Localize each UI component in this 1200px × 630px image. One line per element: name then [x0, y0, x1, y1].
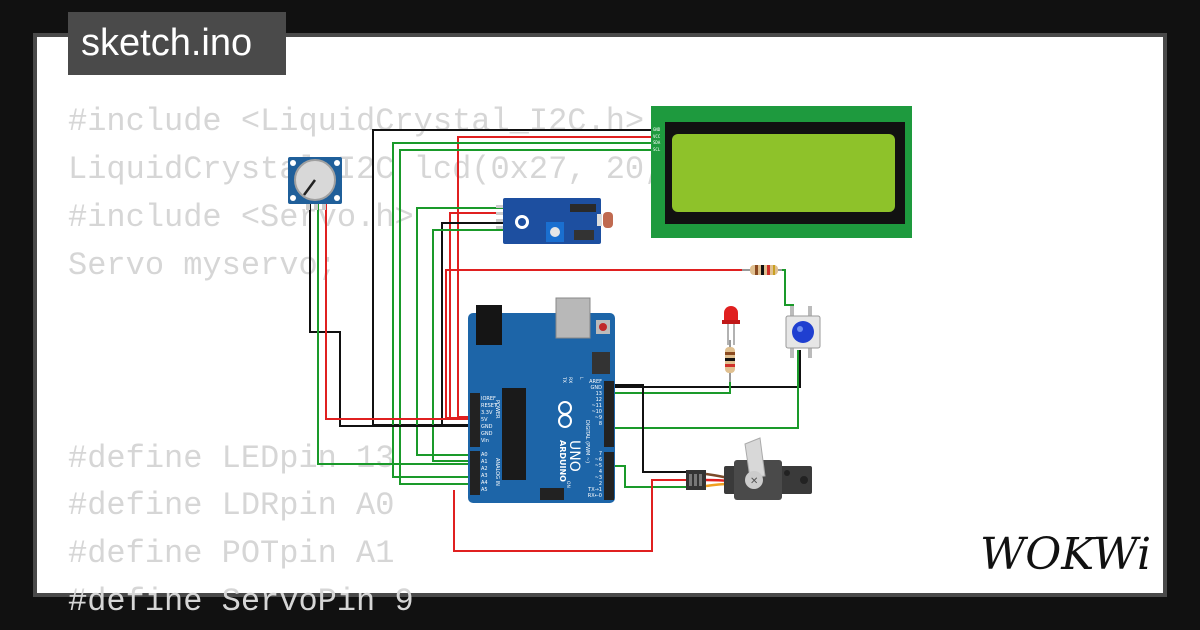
wokwi-logo-text: WOKWi	[980, 529, 1151, 580]
digital-pin-label: RX←0	[588, 493, 602, 499]
digital-pin-label: ~9	[595, 415, 602, 421]
resistor[interactable]	[742, 265, 782, 275]
code-line: #define POTpin A1	[68, 535, 395, 572]
wire-servo-gnd[interactable]	[612, 384, 690, 473]
code-line: Servo myservo;	[68, 247, 337, 284]
ldr-sensor-module[interactable]	[496, 198, 613, 244]
led-label: RX	[567, 377, 573, 383]
push-button[interactable]	[785, 306, 821, 358]
power-section-label: POWER	[494, 400, 500, 419]
arduino-brand: ARDUINO	[558, 440, 567, 482]
lcd-pin-label: VCC	[653, 134, 661, 139]
analog-pin-label: A0	[481, 452, 488, 458]
wire-ldr-do[interactable]	[416, 207, 504, 456]
wire-btn-gnd[interactable]	[612, 350, 801, 388]
red-led[interactable]	[722, 306, 740, 345]
wokwi-logo: WOKWi	[980, 529, 1151, 580]
power-pin-label: 5V	[481, 417, 488, 423]
power-pin-label: GND	[481, 431, 493, 437]
digital-pin-label: ~11	[591, 403, 602, 409]
wire-lcd-scl[interactable]	[399, 149, 652, 485]
code-line: #include <Servo.h>	[68, 199, 414, 236]
wire-pot-vcc[interactable]	[325, 200, 475, 420]
power-pin-label: GND	[481, 424, 493, 430]
lcd-pin-label: SCL	[653, 147, 661, 152]
wire-servo-vcc[interactable]	[453, 479, 690, 552]
arduino-model: UNO	[566, 440, 582, 472]
analog-pin-label: A4	[481, 480, 488, 486]
file-tab[interactable]: sketch.ino	[68, 12, 286, 75]
digital-pin-label: ~10	[591, 409, 602, 415]
digital-section-label: DIGITAL (PWM ~)	[584, 420, 590, 463]
servo-motor[interactable]: ✕	[686, 437, 812, 500]
power-pin-label: RESET	[481, 403, 498, 409]
digital-pin-label: 7	[599, 451, 602, 457]
wire-pot-sig[interactable]	[317, 200, 475, 465]
power-pin-label: 3.3V	[481, 410, 493, 416]
digital-pin-label: GND	[591, 385, 603, 391]
wires	[309, 129, 801, 552]
arduino-uno-board[interactable]: ARDUINO UNO IOREF RESET 3.3V 5V GND GND …	[468, 297, 615, 503]
analog-pin-label: A3	[481, 473, 488, 479]
digital-pin-label: 13	[596, 391, 602, 397]
analog-pin-label: A5	[481, 487, 488, 493]
digital-pin-label: ~6	[595, 457, 602, 463]
wire-lcd-sda[interactable]	[392, 142, 652, 478]
power-pin-label: Vin	[481, 438, 489, 444]
digital-pin-label: 8	[599, 421, 602, 427]
analog-pin-label: A2	[481, 466, 488, 472]
svg-text:✕: ✕	[750, 476, 758, 487]
led-label: L	[578, 377, 584, 380]
wire-btn-pin[interactable]	[612, 350, 799, 429]
digital-pin-label: 12	[596, 397, 602, 403]
wire-servo-pwm[interactable]	[612, 465, 690, 488]
code-line: #define LDRpin A0	[68, 487, 395, 524]
digital-pin-label: 4	[599, 469, 602, 475]
wire-btn-vcc[interactable]	[445, 269, 750, 419]
digital-pin-label: 2	[599, 481, 602, 487]
digital-pin-label: TX→1	[587, 487, 602, 493]
code-line: #include <LiquidCrystal_I2C.h>	[68, 103, 645, 140]
power-pin-label: IOREF	[481, 396, 496, 402]
lcd-pin-label: GND	[653, 127, 661, 132]
analog-pin-label: A1	[481, 459, 488, 465]
led-label: ON	[565, 481, 571, 488]
potentiometer[interactable]	[288, 157, 342, 210]
lcd-pin-label: SDA	[653, 140, 661, 145]
wire-ldr-ao[interactable]	[432, 229, 504, 462]
led-resistor[interactable]	[725, 340, 735, 382]
lcd-display[interactable]: GND VCC SDA SCL	[651, 106, 912, 238]
digital-pin-label: AREF	[589, 379, 602, 385]
arduino-logo-icon	[558, 401, 572, 428]
analog-section-label: ANALOG IN	[494, 458, 500, 486]
led-label: TX	[561, 376, 567, 383]
digital-pin-label: ~3	[595, 475, 602, 481]
code-line: #define ServoPin 9	[68, 583, 414, 620]
digital-pin-label: ~5	[595, 463, 602, 469]
wire-pot-gnd[interactable]	[309, 200, 475, 427]
lcd-pin-labels: GND VCC SDA SCL	[653, 127, 661, 152]
wire-led[interactable]	[612, 378, 731, 394]
